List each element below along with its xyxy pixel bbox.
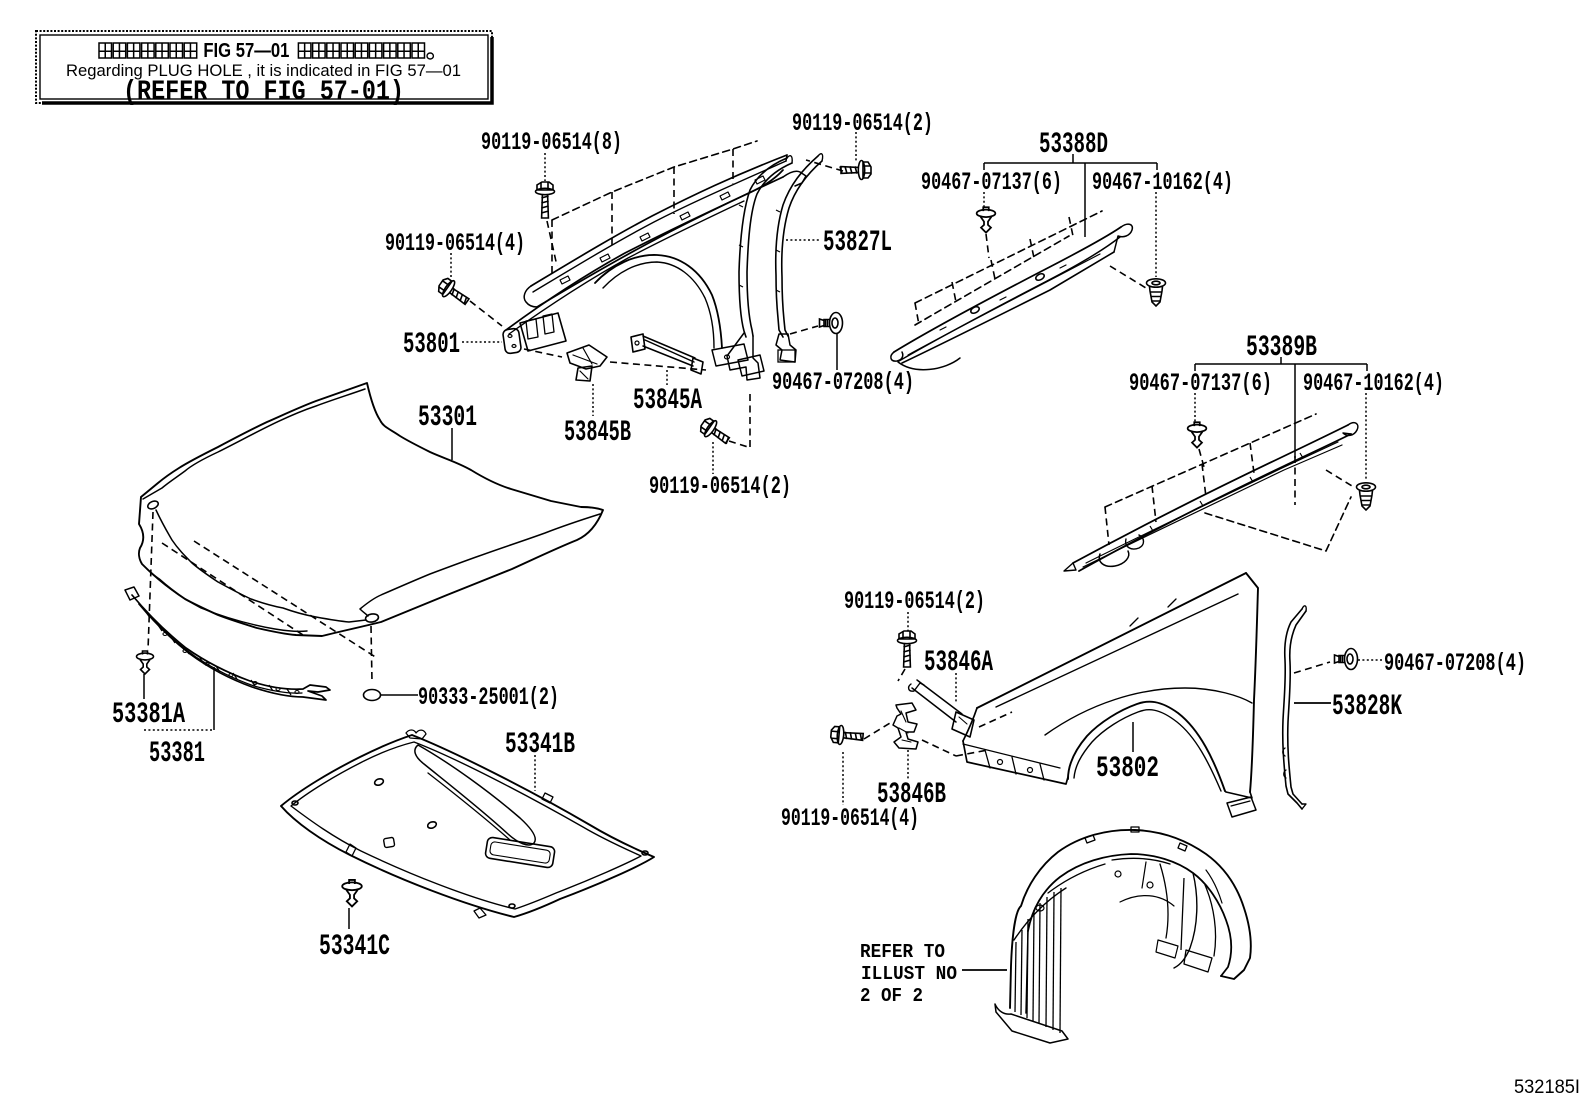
svg-text:53846A: 53846A [924,646,993,680]
svg-text:Regarding PLUG HOLE , it is: Regarding PLUG HOLE , it is indicated in… [66,62,461,80]
svg-text:53828K: 53828K [1332,690,1402,724]
svg-text:90119-06514(2): 90119-06514(2) [792,109,933,138]
svg-text:90467-07208(4): 90467-07208(4) [772,368,914,397]
svg-text:90467-10162(4): 90467-10162(4) [1303,369,1444,398]
svg-text:90119-06514(4): 90119-06514(4) [385,229,525,258]
svg-text:90467-07137(6): 90467-07137(6) [921,168,1062,197]
svg-text:53827L: 53827L [823,226,892,260]
svg-text:53845B: 53845B [564,416,631,450]
svg-text:90119-06514(2): 90119-06514(2) [844,587,985,616]
svg-text:532185I: 532185I [1514,1077,1580,1098]
svg-text:53846B: 53846B [877,778,946,812]
svg-text:FIG 57—01: FIG 57—01 [203,40,289,62]
svg-text:53845A: 53845A [633,384,702,418]
svg-text:53801: 53801 [403,328,460,362]
svg-text:90119-06514(4): 90119-06514(4) [781,804,919,833]
svg-text:53802: 53802 [1096,752,1159,786]
svg-text:90467-10162(4): 90467-10162(4) [1092,168,1233,197]
svg-text:REFER TO: REFER TO [860,941,945,963]
svg-text:53341B: 53341B [505,728,575,762]
svg-text:53381A: 53381A [112,698,185,732]
svg-text:90119-06514(8): 90119-06514(8) [481,128,622,157]
svg-text:53381: 53381 [149,737,205,771]
svg-text:90333-25001(2): 90333-25001(2) [418,683,559,712]
svg-text:90467-07208(4): 90467-07208(4) [1384,649,1526,678]
svg-text:90467-07137(6): 90467-07137(6) [1129,369,1272,398]
svg-text:53341C: 53341C [319,930,390,964]
svg-text:90119-06514(2): 90119-06514(2) [649,472,791,501]
svg-text:53301: 53301 [418,401,477,435]
svg-text:ILLUST NO: ILLUST NO [861,963,957,985]
svg-text:(REFER TO FIG 57-01): (REFER TO FIG 57-01) [123,77,404,108]
svg-text:2 OF 2: 2 OF 2 [860,985,923,1007]
